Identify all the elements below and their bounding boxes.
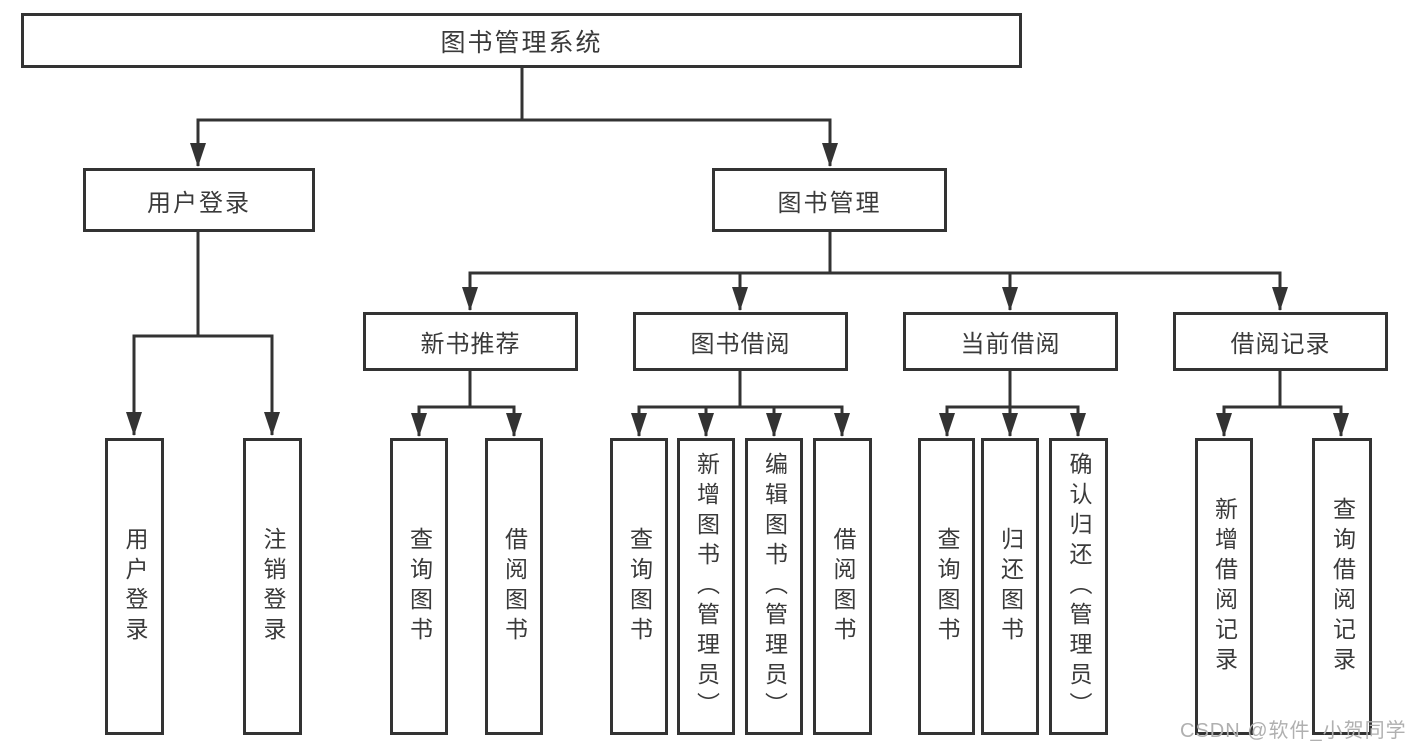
leaf-borrow-borrow-books-label: 借阅图书 xyxy=(830,526,856,647)
node-borrow-records: 借阅记录 xyxy=(1173,312,1388,371)
node-new-book-recommend: 新书推荐 xyxy=(363,312,578,371)
node-book-borrow-label: 图书借阅 xyxy=(690,331,791,358)
leaf-user-login: 用户登录 xyxy=(105,438,164,735)
connector-root-to-level2 xyxy=(190,67,838,167)
leaf-user-login-label: 用户登录 xyxy=(122,526,148,647)
node-root: 图书管理系统 xyxy=(21,13,1022,68)
leaf-logout-label: 注销登录 xyxy=(260,526,286,647)
leaf-borrow-query-books: 查询图书 xyxy=(610,438,668,735)
node-user-login-label: 用户登录 xyxy=(147,189,251,217)
leaf-borrow-add-books-admin-label: 新增图书（管理员） xyxy=(693,451,720,722)
leaf-current-query-books: 查询图书 xyxy=(918,438,975,735)
leaf-newbook-query-books-label: 查询图书 xyxy=(406,526,433,647)
leaf-current-confirm-return-admin: 确认归还（管理员） xyxy=(1049,438,1108,735)
connector-book-borrow-children xyxy=(631,369,850,437)
leaf-newbook-borrow-books-label: 借阅图书 xyxy=(501,526,528,647)
leaf-current-query-books-label: 查询图书 xyxy=(934,526,960,647)
leaf-current-return-books-label: 归还图书 xyxy=(997,526,1024,647)
node-book-borrow: 图书借阅 xyxy=(633,312,848,371)
leaf-current-return-books: 归还图书 xyxy=(981,438,1039,735)
leaf-records-query-record-label: 查询借阅记录 xyxy=(1329,496,1356,677)
node-current-borrow: 当前借阅 xyxy=(903,312,1118,371)
connector-borrow-records-children xyxy=(1216,369,1349,437)
node-borrow-records-label: 借阅记录 xyxy=(1230,331,1331,358)
node-book-management: 图书管理 xyxy=(712,168,947,232)
leaf-newbook-query-books: 查询图书 xyxy=(390,438,448,735)
node-book-management-label: 图书管理 xyxy=(777,189,882,217)
node-user-login: 用户登录 xyxy=(83,168,315,232)
watermark: CSDN @软件_小贺同学 xyxy=(1180,720,1405,742)
node-new-book-recommend-label: 新书推荐 xyxy=(420,331,521,358)
leaf-records-add-record: 新增借阅记录 xyxy=(1195,438,1253,735)
leaf-records-query-record: 查询借阅记录 xyxy=(1312,438,1372,735)
leaf-borrow-edit-books-admin-label: 编辑图书（管理员） xyxy=(761,451,788,722)
leaf-records-add-record-label: 新增借阅记录 xyxy=(1211,496,1238,677)
node-current-borrow-label: 当前借阅 xyxy=(960,331,1061,358)
leaf-borrow-edit-books-admin: 编辑图书（管理员） xyxy=(745,438,803,735)
leaf-newbook-borrow-books: 借阅图书 xyxy=(485,438,543,735)
leaf-logout: 注销登录 xyxy=(243,438,302,735)
leaf-borrow-query-books-label: 查询图书 xyxy=(626,526,653,647)
connector-current-borrow-children xyxy=(939,369,1086,437)
node-root-label: 图书管理系统 xyxy=(440,28,603,57)
connector-user-login-children xyxy=(126,230,280,436)
connector-new-book-recommend-children xyxy=(411,369,522,437)
leaf-current-confirm-return-admin-label: 确认归还（管理员） xyxy=(1066,451,1092,722)
leaf-borrow-borrow-books: 借阅图书 xyxy=(813,438,872,735)
leaf-borrow-add-books-admin: 新增图书（管理员） xyxy=(677,438,735,735)
connector-book-management-modules xyxy=(462,230,1288,311)
